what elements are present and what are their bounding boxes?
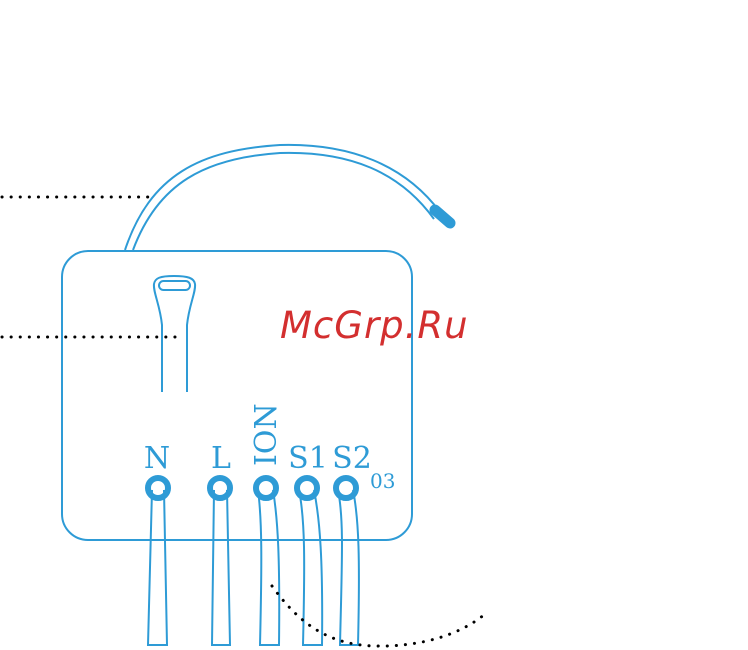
- terminal-screw-l: [210, 478, 230, 498]
- wire-s1: [299, 490, 322, 645]
- terminal-label-s2: S2: [332, 441, 372, 476]
- antenna-tip: [435, 210, 450, 223]
- terminal-screw-ion: [256, 478, 276, 498]
- terminal-screw-s2: [336, 478, 356, 498]
- wire-n: [148, 490, 167, 645]
- module-body: [62, 251, 412, 540]
- terminal-label-l: L: [211, 441, 231, 476]
- antenna-cable: [125, 145, 440, 250]
- service-button: [154, 276, 195, 392]
- wire-s2: [338, 490, 359, 645]
- wire-ion: [258, 490, 279, 645]
- watermark: McGrp.Ru: [280, 304, 469, 347]
- wire-l: [212, 490, 230, 645]
- terminal-screw-s1: [297, 478, 317, 498]
- terminal-label-n: N: [144, 441, 170, 476]
- terminal-screw-n: [148, 478, 168, 498]
- part-code: 03: [370, 469, 395, 493]
- terminal-label-ion: ION: [249, 403, 284, 466]
- terminal-label-s1: S1: [288, 441, 328, 476]
